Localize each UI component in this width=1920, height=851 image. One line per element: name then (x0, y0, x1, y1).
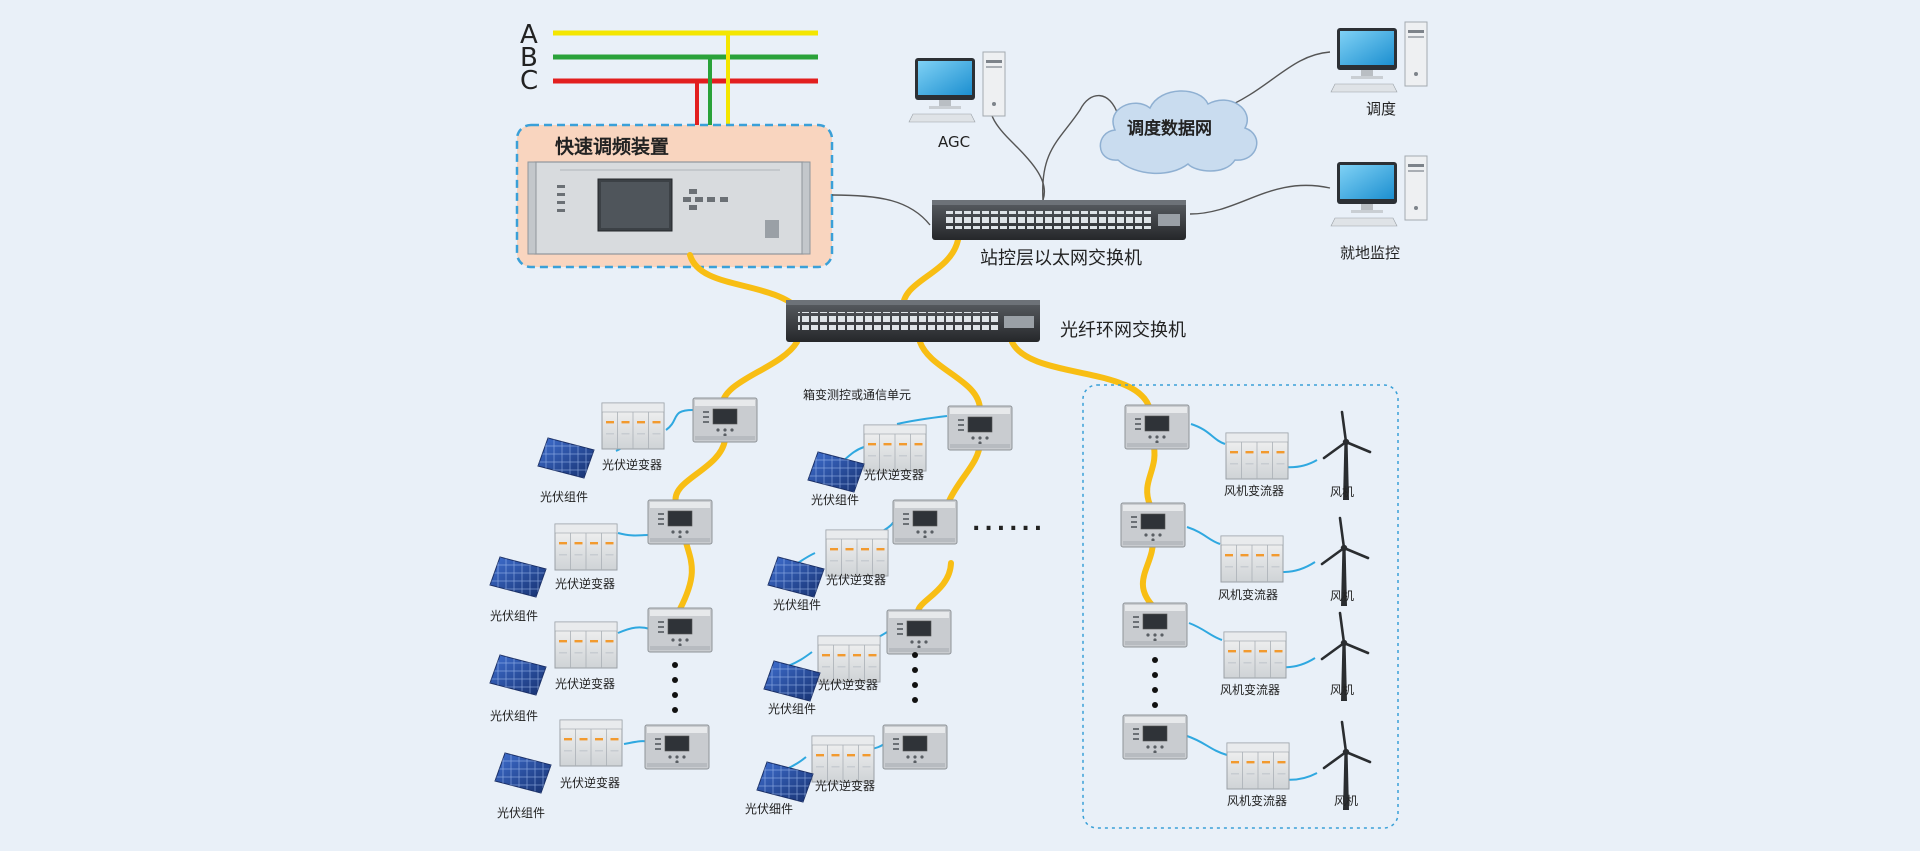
box-unit-label: 箱变测控或通信单元 (803, 387, 911, 402)
pv-module-label: 光伏组件 (773, 598, 821, 612)
wind-turbine-label: 风机 (1330, 485, 1354, 499)
dispatch-workstation: 调度 (1330, 21, 1428, 118)
unit-1-1 (692, 397, 758, 443)
pv-inverter-label: 光伏逆变器 (818, 677, 878, 692)
wind-converter-label: 风机变流器 (1224, 483, 1284, 498)
phase-a-label: A (520, 20, 538, 50)
unit-3-4 (1122, 714, 1188, 760)
pv-inverter-label: 光伏逆变器 (815, 778, 875, 793)
pv-inverter-label: 光伏逆变器 (864, 467, 924, 482)
rs485-links (569, 409, 1318, 781)
dispatch-network-cloud: 调度数据网 (1099, 90, 1258, 174)
wind-turbine-label: 风机 (1330, 589, 1354, 603)
station-switch: 站控层以太网交换机 (932, 200, 1186, 269)
wind-branch: 风机变流器 风机 风机变流器 风机 风机变流器 风机 风机变流器 风机 (1082, 384, 1399, 829)
pv-module-label: 光伏组件 (811, 493, 859, 507)
ring-switch-label: 光纤环网交换机 (1060, 320, 1186, 341)
wind-converter-label: 风机变流器 (1220, 682, 1280, 697)
local-monitor-label: 就地监控 (1340, 244, 1400, 262)
wind-converter-label: 风机变流器 (1218, 587, 1278, 602)
unit-1-4 (644, 724, 710, 770)
pv-inverter-label: 光伏逆变器 (602, 457, 662, 472)
ring-switch: 光纤环网交换机 (786, 300, 1186, 342)
dispatch-label: 调度 (1366, 100, 1396, 118)
pv-branch-1: 光伏逆变器 光伏组件 光伏逆变器 光伏组件 光伏逆变器 光伏组件 光伏逆变器 光… (489, 397, 758, 820)
fast-frequency-device: 快速调频装置 (515, 123, 834, 269)
pv-branch-2: 光伏逆变器 光伏组件 光伏逆变器 光伏组件 光伏逆变器 光伏组件 光伏逆变器 光… (745, 405, 1013, 816)
pv-inverter-label: 光伏逆变器 (560, 775, 620, 790)
unit-2-1 (947, 405, 1013, 451)
agc-workstation: AGC (908, 51, 1006, 151)
pv-inverter-label: 光伏逆变器 (555, 576, 615, 591)
unit-3-3 (1122, 602, 1188, 648)
unit-3-2 (1120, 502, 1186, 548)
unit-1-2 (647, 499, 713, 545)
wind-branch-box (1082, 384, 1399, 829)
unit-2-2 (892, 499, 958, 545)
unit-3-1 (1124, 404, 1190, 450)
pv-module-label: 光伏组件 (768, 702, 816, 716)
wind-turbine-label: 风机 (1334, 794, 1358, 808)
unit-1-3 (647, 607, 713, 653)
more-branches-ellipsis: ...... (972, 511, 1046, 536)
pv-inverter-label: 光伏逆变器 (826, 572, 886, 587)
local-monitor-workstation: 就地监控 (1330, 155, 1428, 262)
pv-module-label: 光伏细件 (745, 802, 793, 816)
phase-c-label: C (520, 66, 538, 96)
fast-frequency-title: 快速调频装置 (555, 135, 669, 158)
pv-module-label: 光伏组件 (497, 806, 545, 820)
station-switch-label: 站控层以太网交换机 (980, 248, 1142, 269)
pv-module-label: 光伏组件 (490, 609, 538, 623)
pv-module-label: 光伏组件 (540, 490, 588, 504)
unit-2-3 (886, 609, 952, 655)
dispatch-network-label: 调度数据网 (1127, 118, 1212, 139)
pv-module-label: 光伏组件 (490, 709, 538, 723)
agc-label: AGC (938, 133, 970, 151)
wind-converter-label: 风机变流器 (1227, 793, 1287, 808)
phase-b-label: B (520, 43, 538, 73)
pv-inverter-label: 光伏逆变器 (555, 676, 615, 691)
unit-2-4 (882, 724, 948, 770)
wind-turbine-label: 风机 (1330, 683, 1354, 697)
